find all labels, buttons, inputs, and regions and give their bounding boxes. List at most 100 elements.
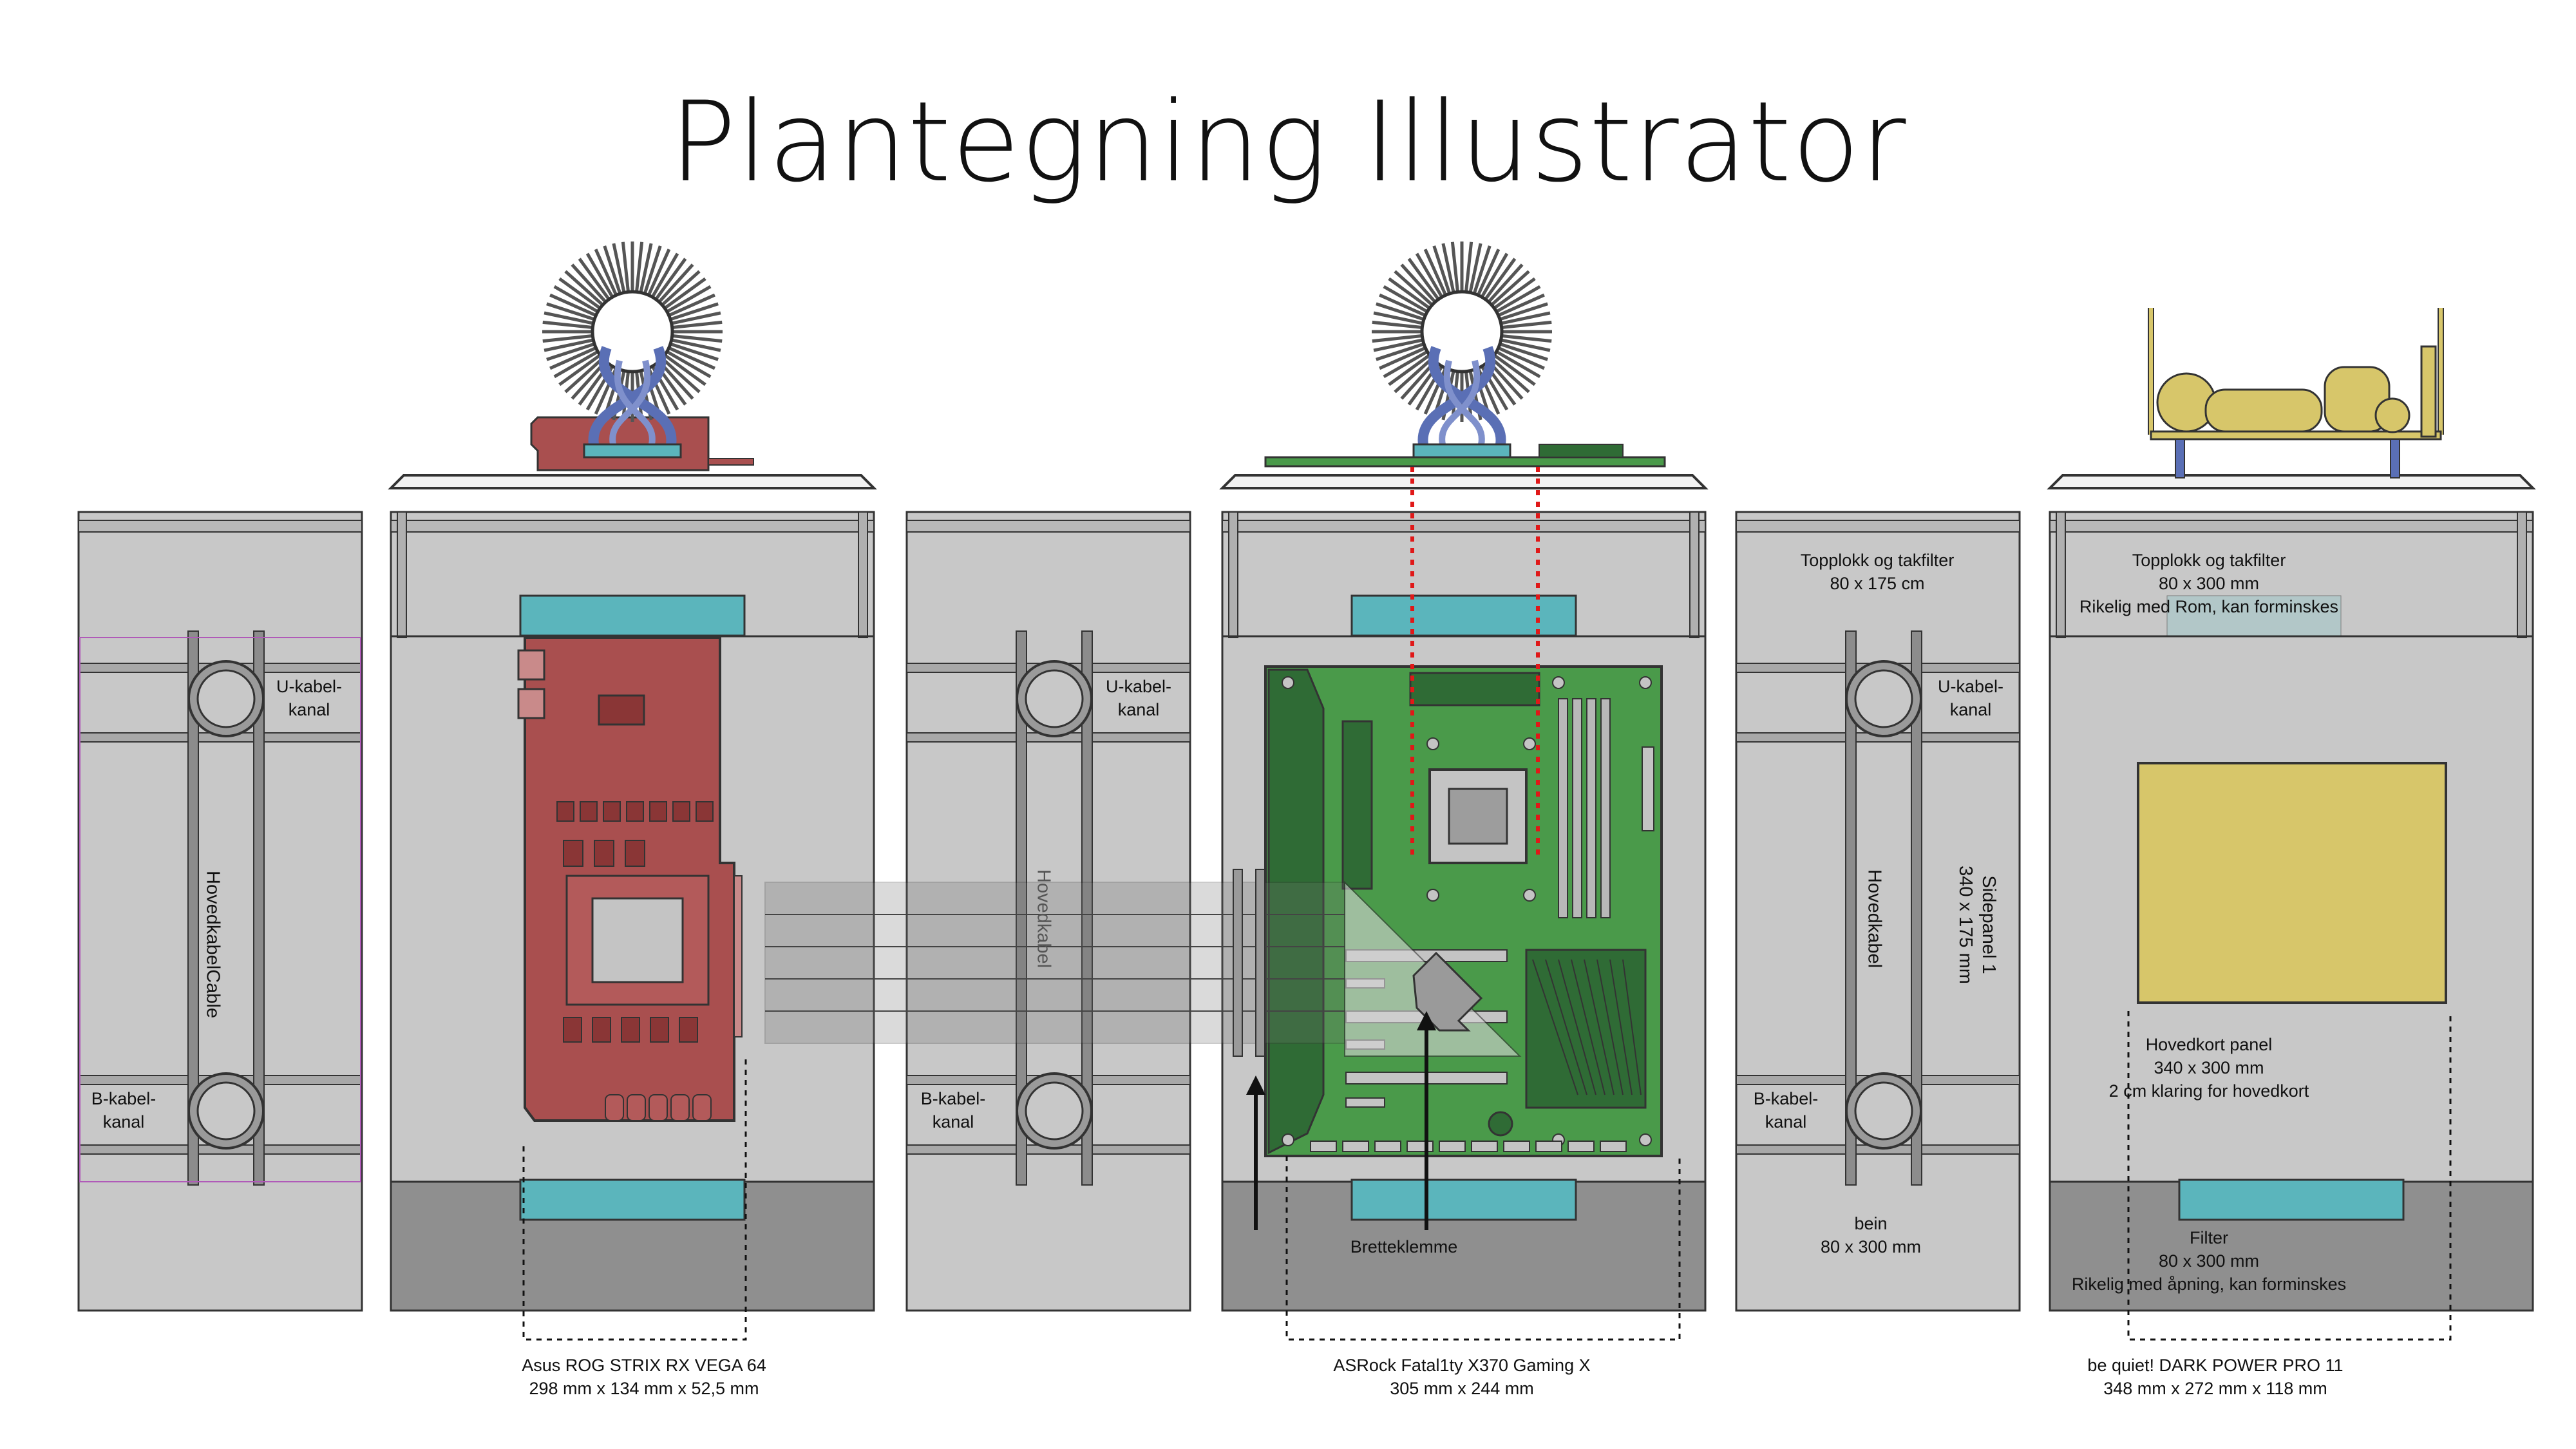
heatpipes bbox=[588, 346, 677, 446]
gpu-cap-1 bbox=[627, 1094, 646, 1121]
fin-6 bbox=[1492, 353, 1536, 386]
dimm-1 bbox=[1572, 698, 1582, 918]
fin-43 bbox=[1441, 243, 1455, 294]
fin-1 bbox=[1500, 334, 1552, 343]
mobo-header-3 bbox=[1406, 1141, 1434, 1152]
fin-37 bbox=[1394, 270, 1435, 307]
gpu-mem-top-2 bbox=[603, 801, 621, 822]
ring-inner-1 bbox=[1854, 1081, 1913, 1141]
panel-body bbox=[905, 511, 1191, 1312]
psu-board bbox=[2137, 762, 2447, 1004]
fin-31 bbox=[542, 320, 594, 330]
fin-59 bbox=[1500, 320, 1552, 330]
fin-29 bbox=[1372, 334, 1424, 343]
cpu-cooler-2 bbox=[542, 242, 723, 459]
heatsink-fin-6 bbox=[1609, 959, 1633, 1095]
heatpipes-inner bbox=[1439, 359, 1485, 445]
mobo-header-5 bbox=[1471, 1141, 1498, 1152]
fin-2 bbox=[1499, 338, 1551, 352]
p1-u-kabel-label: U-kabel-kanal bbox=[276, 677, 343, 719]
fin-7 bbox=[1489, 356, 1530, 393]
top-rail bbox=[1736, 520, 2020, 533]
left-post bbox=[1228, 511, 1238, 638]
p3-u-kabel-label: U-kabel-kanal bbox=[1105, 677, 1172, 719]
fin-48 bbox=[1472, 245, 1492, 296]
gpu-pcie bbox=[734, 875, 743, 1037]
fin-25 bbox=[1383, 349, 1430, 379]
gpu-cap-0 bbox=[605, 1094, 624, 1121]
rod-0 bbox=[187, 630, 199, 1186]
gpu-port-2 bbox=[517, 688, 545, 719]
fin-51 bbox=[1483, 258, 1517, 301]
panels-row bbox=[77, 467, 2534, 1341]
fin-34 bbox=[1379, 293, 1428, 317]
fin-47 bbox=[639, 243, 653, 294]
fin-40 bbox=[585, 252, 615, 299]
fin-50 bbox=[650, 252, 679, 299]
mobo-header-4 bbox=[1439, 1141, 1466, 1152]
mobo-screw-6 bbox=[1426, 737, 1439, 750]
left-post bbox=[2056, 511, 2066, 638]
clip-bar-2 bbox=[1255, 869, 1265, 1057]
ring-inner-0 bbox=[196, 669, 256, 728]
p1-b-kabel-label: B-kabel-kanal bbox=[91, 1089, 156, 1132]
gpu-mem-top-0 bbox=[556, 801, 574, 822]
fin-37 bbox=[564, 270, 605, 307]
mobo-side-heatsink bbox=[1539, 444, 1624, 458]
mobo-screw-1 bbox=[1552, 676, 1565, 689]
fin-55 bbox=[1494, 285, 1541, 314]
cable-panel-5 bbox=[1735, 511, 2021, 1312]
front-panel-6 bbox=[2049, 511, 2534, 1341]
gpu-mem-top-5 bbox=[672, 801, 690, 822]
fin-48 bbox=[643, 245, 662, 296]
fin-3 bbox=[668, 342, 719, 361]
dimm-2 bbox=[1586, 698, 1596, 918]
fin-44 bbox=[621, 242, 630, 294]
fin-5 bbox=[1494, 349, 1541, 379]
fin-4 bbox=[667, 346, 715, 370]
p1-hovedkabel-label: HovedkabelCable bbox=[202, 871, 223, 1018]
gpu-cap-2 bbox=[649, 1094, 668, 1121]
clip-bar-1 bbox=[1233, 869, 1243, 1057]
mobo-screw-3 bbox=[1282, 1133, 1294, 1146]
gpu-port-1 bbox=[517, 649, 545, 681]
mobo-header-7 bbox=[1535, 1141, 1562, 1152]
mobo-header-1 bbox=[1342, 1141, 1369, 1152]
bretteklemme-label: Bretteklemme bbox=[1350, 1237, 1458, 1256]
psu-leg-l bbox=[2175, 439, 2185, 478]
gpu-die bbox=[591, 897, 684, 983]
left-post bbox=[397, 511, 407, 638]
fin-6 bbox=[663, 353, 706, 386]
fin-39 bbox=[1407, 258, 1441, 301]
fin-35 bbox=[553, 285, 600, 314]
fin-46 bbox=[634, 242, 644, 294]
mobo-screw-7 bbox=[1523, 737, 1536, 750]
mobo-vrm-top bbox=[1409, 672, 1540, 706]
heatsink-fin-4 bbox=[1584, 959, 1615, 1095]
fin-23 bbox=[564, 356, 605, 393]
arrow-left-head bbox=[1246, 1075, 1265, 1095]
top-rail bbox=[906, 520, 1191, 533]
fin-58 bbox=[1499, 311, 1551, 325]
mobo-io-shield bbox=[1267, 668, 1325, 1155]
gpu-dim-box bbox=[522, 1056, 747, 1341]
psu-shelf bbox=[2150, 430, 2442, 440]
fin-46 bbox=[1464, 242, 1473, 294]
purple-frame bbox=[79, 637, 361, 1182]
platform-2 bbox=[388, 474, 877, 489]
fin-38 bbox=[1400, 263, 1437, 305]
fin-3 bbox=[1498, 342, 1548, 361]
fin-43 bbox=[612, 243, 626, 294]
cable-panel-3 bbox=[905, 511, 1191, 1312]
mobo-side-view bbox=[1264, 456, 1666, 468]
heatsink-fin-5 bbox=[1596, 959, 1624, 1095]
front-panel-2 bbox=[390, 511, 875, 1341]
fin-42 bbox=[603, 245, 622, 296]
fin-5 bbox=[665, 349, 712, 379]
